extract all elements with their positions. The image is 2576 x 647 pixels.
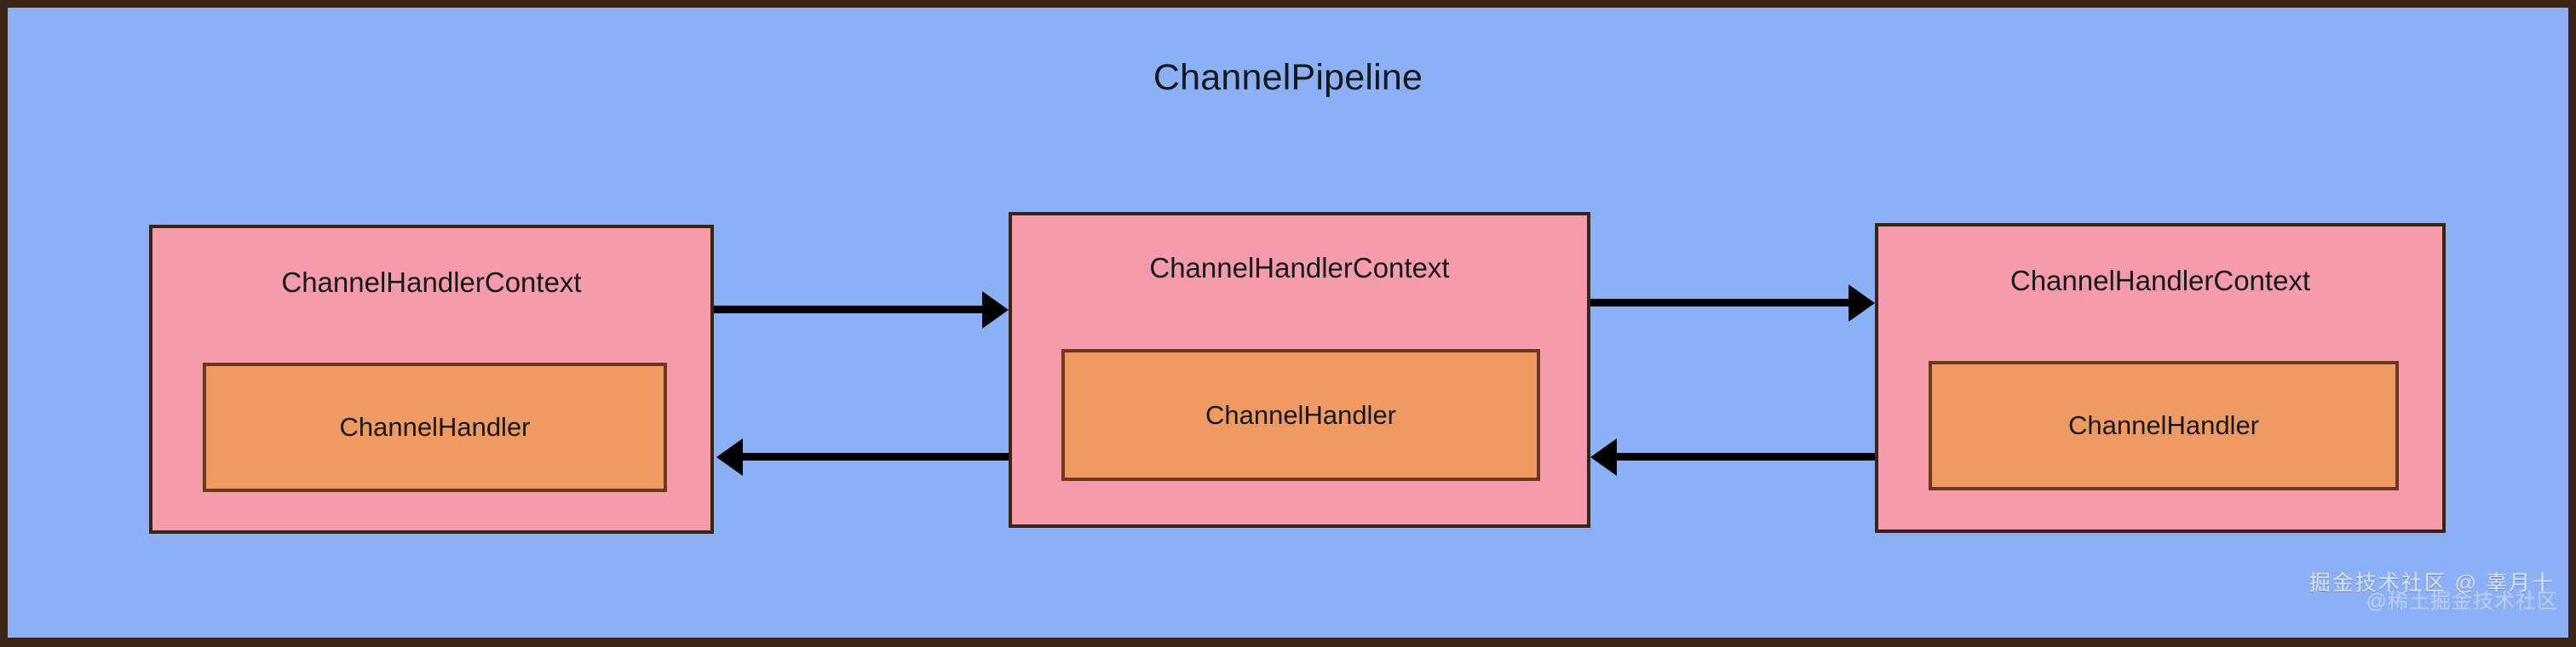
channel-handler-context-3[interactable]: ChannelHandlerContext ChannelHandler [1875,223,2446,533]
context-label: ChannelHandlerContext [281,266,582,298]
arrow-right-icon-context2-to-context3 [1590,299,1849,306]
arrow-right-icon-context1-to-context2 [714,306,983,313]
watermark-secondary-text: @稀土掘金技术社区 [2366,589,2558,613]
watermark-primary-text: 掘金技术社区 @ 辜月十 [2309,570,2555,595]
handler-label: ChannelHandler [339,412,531,442]
channel-handler-context-1[interactable]: ChannelHandlerContext ChannelHandler [149,225,714,534]
watermark: 掘金技术社区 @ 辜月十 @稀土掘金技术社区 [2309,570,2558,613]
channel-handler-2[interactable]: ChannelHandler [1061,349,1540,481]
arrow-left-icon-context2-to-context1 [742,453,1009,461]
arrow-left-icon-context3-to-context2 [1616,453,1875,461]
handler-label: ChannelHandler [2067,410,2260,440]
channel-handler-1[interactable]: ChannelHandler [203,363,667,492]
page-title: ChannelPipeline [1153,57,1423,98]
channel-handler-context-2[interactable]: ChannelHandlerContext ChannelHandler [1009,212,1590,528]
channel-handler-3[interactable]: ChannelHandler [1929,361,2399,490]
context-label: ChannelHandlerContext [2010,265,2311,296]
handler-label: ChannelHandler [1205,399,1397,430]
context-label: ChannelHandlerContext [1149,252,1450,283]
